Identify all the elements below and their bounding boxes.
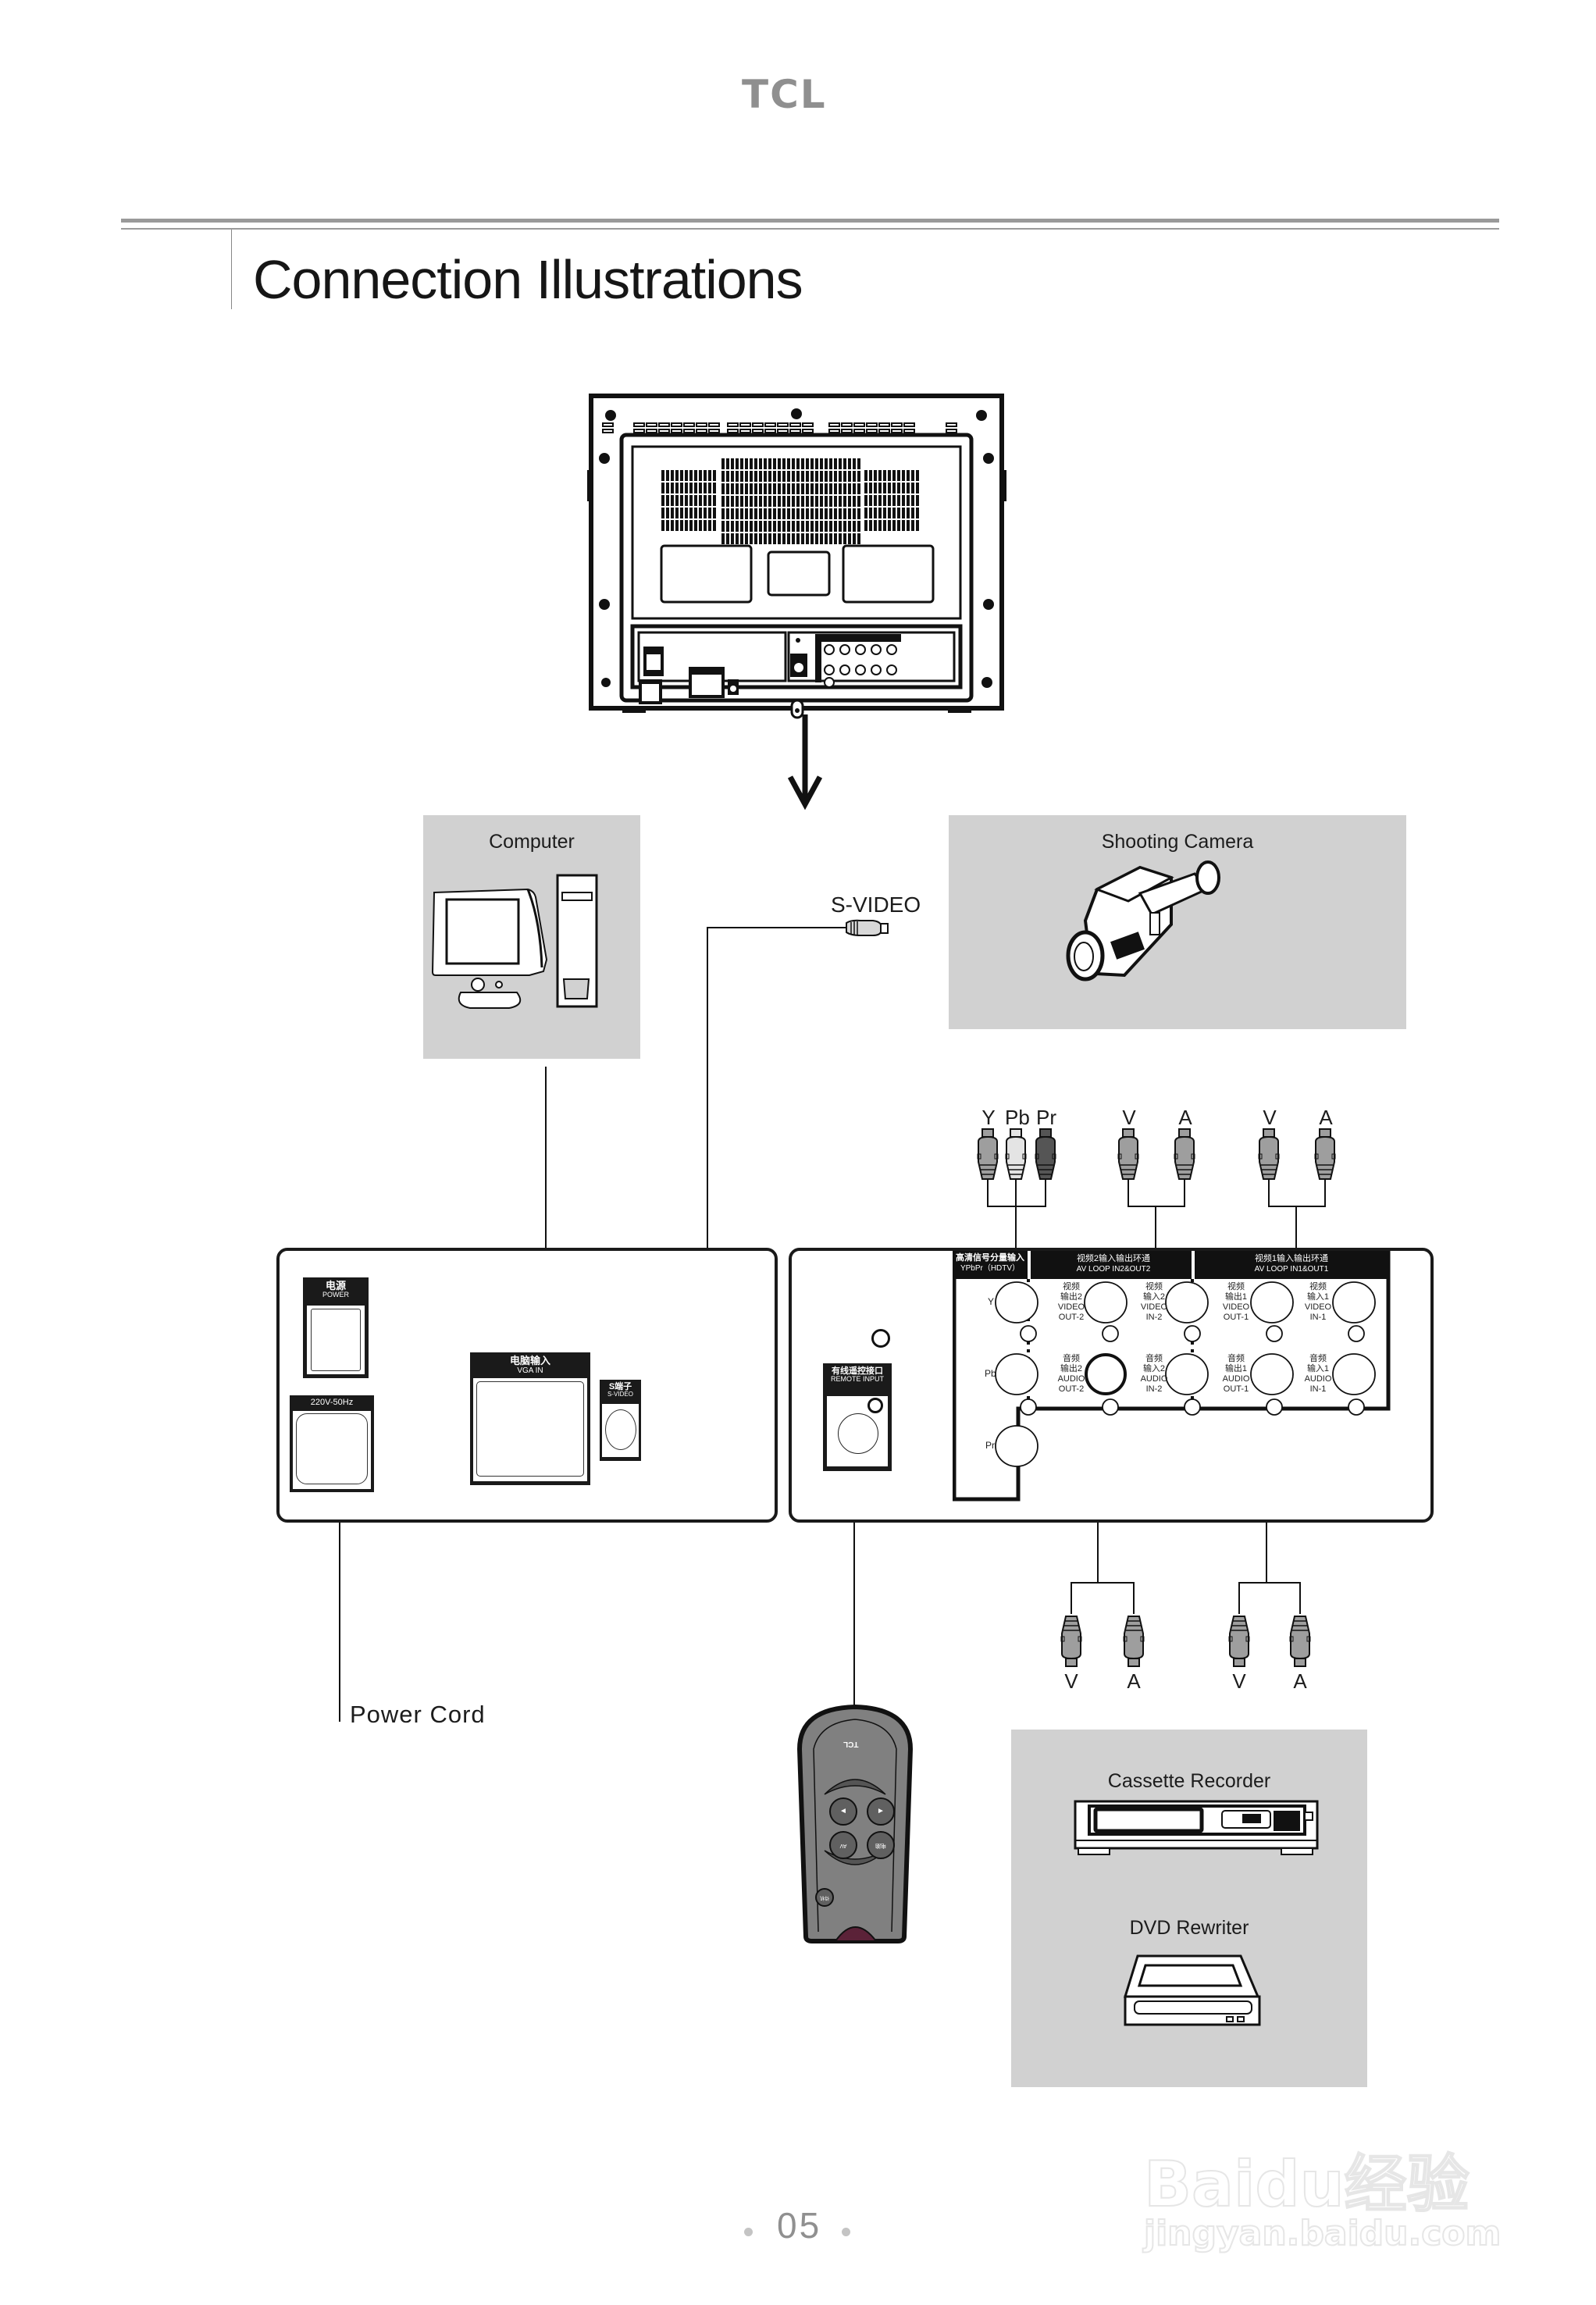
top-plug-label: V — [1263, 1106, 1277, 1129]
svideo-input-port[interactable]: S端子 S-VIDEO — [600, 1380, 641, 1461]
rca-plug-icon — [1171, 1128, 1198, 1188]
page-title: Connection Illustrations — [253, 249, 803, 310]
top-plug-label: Pb — [1005, 1106, 1030, 1129]
ypbpr-header: 高清信号分量输入 YPbPr（HDTV） — [953, 1253, 1028, 1274]
svideo-label-cn: S端子 — [608, 1382, 632, 1391]
av-loop2-label-cn: 视频2输入输出环通 — [1076, 1254, 1151, 1263]
vga-label-en: VGA IN — [517, 1366, 543, 1376]
svideo-label-en: S-VIDEO — [607, 1391, 633, 1398]
remote-pc-down-button[interactable]: 电脑 — [867, 1831, 895, 1859]
rca-plug-icon — [1115, 1128, 1142, 1188]
watermark-brand: Baidu经验 — [1143, 2147, 1470, 2221]
svideo-cable-label: S-VIDEO — [831, 892, 921, 917]
computer-icon — [431, 874, 598, 1009]
power-switch[interactable]: 电源 POWER — [303, 1277, 369, 1378]
ac-inlet[interactable]: 220V-50Hz — [290, 1395, 374, 1492]
rca-plug-icon — [1256, 1128, 1282, 1188]
computer-label: Computer — [489, 831, 575, 853]
power-label-cn: 电源 — [325, 1280, 346, 1291]
remote-standby-button[interactable]: 待机 — [815, 1888, 834, 1907]
vga-input-port[interactable]: 电脑输入 VGA IN — [470, 1352, 590, 1485]
remote-right-button[interactable]: ► — [867, 1797, 895, 1826]
down-arrow-icon — [787, 714, 823, 810]
remote-brand: TCL — [843, 1740, 859, 1748]
top-plug-label: Y — [981, 1106, 996, 1129]
rca-plug-icon — [974, 1128, 1001, 1188]
recorder-box: Cassette Recorder DVD Rewriter — [1011, 1730, 1367, 2087]
row-label-pb: Pb — [985, 1368, 996, 1379]
av-loop2-header: 视频2输入输出环通 AV LOOP IN2&OUT2 — [1032, 1253, 1195, 1275]
top-plug-label: V — [1122, 1106, 1136, 1129]
camcorder-icon — [1066, 860, 1220, 981]
bottom-plug-label: V — [1232, 1669, 1246, 1693]
watermark-url: jingyan.baidu.com — [1143, 2213, 1502, 2254]
av-loop1-header: 视频1输入输出环通 AV LOOP IN1&OUT1 — [1196, 1253, 1387, 1275]
av-loop1-label-en: AV LOOP IN1&OUT1 — [1254, 1265, 1329, 1274]
wired-remote-control: TCL ◄ ► AV 电脑 待机 — [789, 1702, 921, 1952]
page-number: 05 — [777, 2205, 822, 2246]
rca-plug-icon — [1058, 1612, 1085, 1672]
top-plug-label: Pr — [1036, 1106, 1056, 1129]
svideo-plug-icon — [846, 919, 889, 936]
rca-plug-icon — [1287, 1612, 1313, 1672]
bottom-plug-label: A — [1127, 1669, 1141, 1693]
top-plug-label: A — [1178, 1106, 1192, 1129]
baidu-watermark: Baidu经验 jingyan.baidu.com — [1136, 2081, 1511, 2268]
cassette-label: Cassette Recorder — [1107, 1770, 1271, 1792]
power-cord-label: Power Cord — [350, 1701, 486, 1728]
remote-input-port[interactable]: 有线遥控接口 REMOTE INPUT — [823, 1363, 892, 1471]
av-jack-cluster — [953, 1251, 1391, 1502]
ypbpr-label-en: YPbPr（HDTV） — [960, 1264, 1021, 1273]
page-dot-right — [842, 2228, 850, 2236]
indicator-light — [871, 1329, 890, 1348]
rca-plug-icon — [1312, 1128, 1338, 1188]
bottom-plug-label: V — [1064, 1669, 1078, 1693]
rca-plug-icon — [1003, 1128, 1029, 1188]
tv-back-illustration — [587, 394, 1006, 719]
ac-label: 220V-50Hz — [310, 1398, 354, 1407]
power-label-en: POWER — [322, 1291, 349, 1299]
computer-box: Computer — [423, 815, 640, 1059]
camera-label: Shooting Camera — [1101, 831, 1254, 853]
camera-box: Shooting Camera — [949, 815, 1406, 1029]
left-connector-panel: 电源 POWER 220V-50Hz 电脑输入 VGA IN S端子 S-VID… — [276, 1248, 778, 1523]
dvd-rewriter-icon — [1124, 1954, 1261, 2026]
header-rule-thin — [121, 228, 1499, 230]
right-connector-panel: 有线遥控接口 REMOTE INPUT — [789, 1248, 1434, 1523]
ypbpr-label-cn: 高清信号分量输入 — [956, 1253, 1024, 1263]
page-dot-left — [744, 2228, 753, 2236]
header-rule-thick — [121, 219, 1499, 223]
row-label-pr: Pr — [985, 1440, 995, 1451]
row-label-y: Y — [988, 1296, 995, 1307]
rca-plug-icon — [1120, 1612, 1147, 1672]
brand-logo: TCL — [742, 72, 827, 117]
rca-plug-icon — [1032, 1128, 1059, 1188]
top-plug-label: A — [1319, 1106, 1333, 1129]
dvd-label: DVD Rewriter — [1129, 1917, 1249, 1939]
title-divider — [231, 230, 232, 309]
remote-label-cn: 有线遥控接口 — [832, 1366, 883, 1376]
rca-plug-icon — [1226, 1612, 1252, 1672]
av-loop1-label-cn: 视频1输入输出环通 — [1254, 1254, 1329, 1263]
av-loop2-label-en: AV LOOP IN2&OUT2 — [1076, 1265, 1151, 1274]
remote-left-button[interactable]: ◄ — [829, 1797, 857, 1826]
cassette-recorder-icon — [1074, 1800, 1319, 1855]
vga-label-cn: 电脑输入 — [509, 1355, 550, 1366]
bottom-plug-label: A — [1293, 1669, 1307, 1693]
remote-av-up-button[interactable]: AV — [829, 1831, 857, 1859]
remote-label-en: REMOTE INPUT — [830, 1375, 884, 1384]
